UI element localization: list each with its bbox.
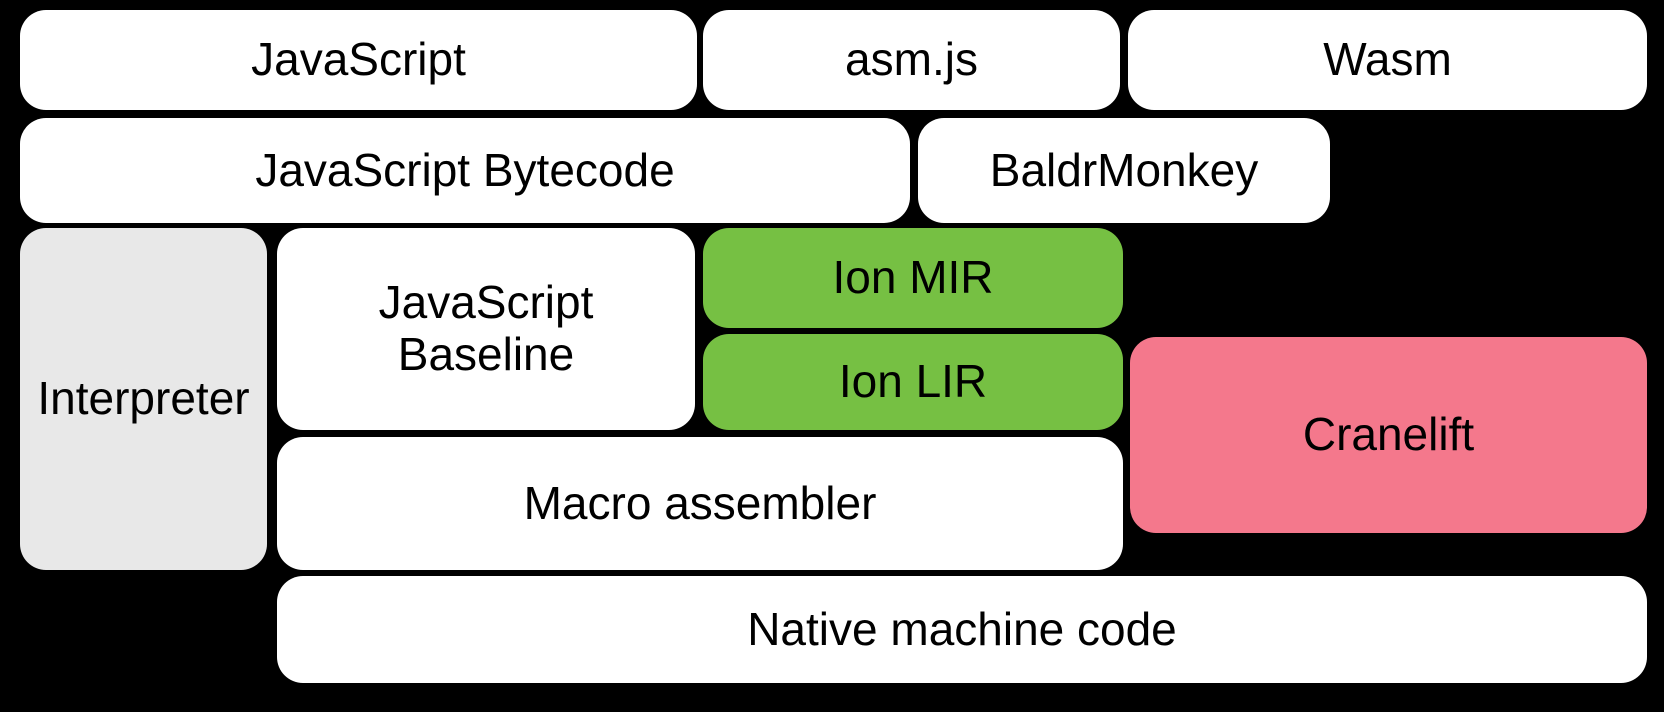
node-cranelift: Cranelift — [1130, 337, 1647, 533]
node-ion-lir: Ion LIR — [703, 334, 1123, 430]
node-macro-assembler: Macro assembler — [277, 437, 1123, 570]
node-baldrmonkey: BaldrMonkey — [918, 118, 1330, 223]
node-wasm: Wasm — [1128, 10, 1647, 110]
node-javascript-bytecode: JavaScript Bytecode — [20, 118, 910, 223]
node-javascript-baseline: JavaScript Baseline — [277, 228, 695, 430]
node-interpreter: Interpreter — [20, 228, 267, 570]
node-asmjs: asm.js — [703, 10, 1120, 110]
node-javascript: JavaScript — [20, 10, 697, 110]
node-native-machine-code: Native machine code — [277, 576, 1647, 683]
node-ion-mir: Ion MIR — [703, 228, 1123, 328]
